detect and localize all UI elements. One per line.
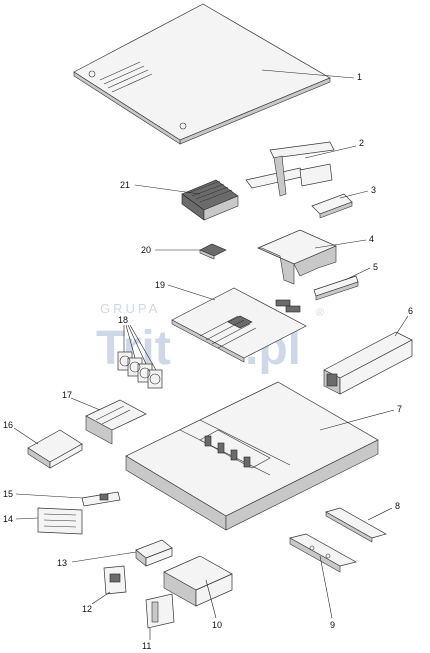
- watermark-registered: ®: [316, 307, 324, 319]
- leader-14: [15, 517, 39, 520]
- callout-17: 17: [62, 390, 72, 400]
- callout-18: 18: [118, 315, 128, 325]
- part-drive-cage: [85, 399, 147, 445]
- leader-21: [134, 184, 201, 195]
- callout-8: 8: [395, 501, 400, 511]
- callout-15: 15: [3, 489, 13, 499]
- part-hard-disk-drive: [163, 555, 233, 607]
- leader-5: [344, 267, 371, 281]
- leader-15: [15, 493, 83, 499]
- leader-10: [205, 579, 217, 619]
- callout-19: 19: [155, 280, 165, 290]
- part-power-supply: [323, 331, 413, 395]
- part-bezel: [37, 507, 83, 535]
- part-air-baffle: [257, 229, 337, 285]
- callout-12: 12: [82, 604, 92, 614]
- part-operator-panel: [81, 491, 121, 507]
- callout-16: 16: [3, 420, 13, 430]
- callout-2: 2: [359, 138, 364, 148]
- watermark-grupa: GRUPA: [100, 301, 160, 316]
- callout-1: 1: [357, 72, 362, 82]
- leader-6: [394, 315, 409, 337]
- leader-1: [261, 69, 355, 79]
- part-drive-tray: [103, 565, 127, 595]
- leader-3: [339, 190, 369, 199]
- part-hdd-filler: [135, 539, 173, 567]
- part-backplane: [289, 533, 357, 573]
- leader-9: [319, 555, 333, 619]
- part-backplane-bracket: [325, 507, 387, 543]
- leader-2: [304, 145, 357, 159]
- leader-18: [123, 324, 157, 371]
- callout-7: 7: [397, 404, 402, 414]
- part-chassis: [125, 381, 379, 531]
- part-heat-sink: [181, 179, 239, 221]
- callout-9: 9: [330, 620, 335, 630]
- part-system-board: [171, 287, 307, 363]
- callout-4: 4: [369, 234, 374, 244]
- leader-16: [13, 427, 39, 445]
- leader-19: [167, 284, 216, 301]
- callout-14: 14: [3, 514, 13, 524]
- part-fans: [117, 351, 163, 389]
- leader-4: [314, 239, 367, 249]
- leader-17: [70, 397, 101, 411]
- callout-20: 20: [141, 245, 151, 255]
- part-memory-module: [313, 275, 359, 301]
- callout-3: 3: [371, 185, 376, 195]
- part-small-bracket: [311, 193, 353, 219]
- callout-6: 6: [408, 306, 413, 316]
- callout-10: 10: [212, 620, 222, 630]
- leader-8: [367, 507, 393, 521]
- part-riser-bracket: [245, 141, 335, 197]
- part-optical-drive: [27, 429, 83, 469]
- callout-11: 11: [142, 641, 151, 651]
- part-processor: [199, 243, 227, 260]
- leader-7: [319, 409, 395, 431]
- callout-5: 5: [373, 262, 378, 272]
- part-handle: [145, 593, 175, 629]
- callout-21: 21: [120, 180, 130, 190]
- leader-13: [71, 551, 137, 563]
- part-top-cover: [73, 3, 331, 145]
- callout-13: 13: [57, 558, 67, 568]
- leader-12: [91, 591, 111, 605]
